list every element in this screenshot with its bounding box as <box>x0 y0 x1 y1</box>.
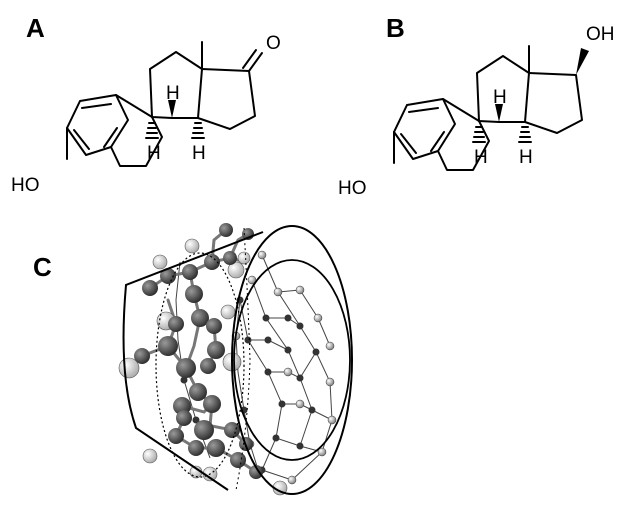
h9-hash-bond <box>472 126 486 143</box>
panel-b-letter: B <box>386 13 405 43</box>
ring-a-bonds <box>66 94 129 156</box>
hydroxyl3-label: HO <box>338 178 367 199</box>
ring-a-double-bonds <box>73 103 118 150</box>
h9-label: H <box>474 147 488 168</box>
framework-atoms <box>180 250 337 485</box>
ring-b-bonds <box>437 98 490 171</box>
hydroxyl17-label: OH <box>586 24 615 45</box>
h8-wedge-bond <box>168 100 176 118</box>
cylinder-front-ellipse <box>231 225 353 495</box>
ring-a-bonds <box>393 98 456 160</box>
cylinder-back-arc <box>122 231 264 491</box>
h14-label: H <box>192 143 206 164</box>
ring-a-double-bonds <box>400 107 445 154</box>
ring-d-bonds <box>197 68 256 130</box>
carbonyl-oxygen-label: O <box>266 33 281 54</box>
h8-label: H <box>493 87 507 108</box>
cylinder-outline <box>122 225 353 495</box>
cylinder-inner-dotted-ellipse <box>155 252 245 478</box>
cylinder-inner-ellipse <box>233 259 351 461</box>
panel-c-letter: C <box>33 252 52 282</box>
h8-label: H <box>166 83 180 104</box>
h8-wedge-bond <box>495 104 503 122</box>
carbonyl-bond <box>242 49 263 72</box>
hydroxyl-label: HO <box>11 175 40 196</box>
h9-hash-bond <box>145 122 159 139</box>
estradiol-structure: OH HO H H H <box>338 24 615 199</box>
h14-hash-bond <box>191 122 205 139</box>
h14-label: H <box>519 147 533 168</box>
panel-c: C <box>33 223 353 496</box>
h14-hash-bond <box>518 126 532 143</box>
guest-hydrogen-atoms <box>118 238 288 496</box>
estrone-structure: O HO H H H <box>11 33 281 196</box>
hydroxyl17-wedge-bond <box>576 48 589 75</box>
guest-heavy-atoms <box>134 223 263 479</box>
ring-b-bonds <box>110 94 163 167</box>
h9-label: H <box>147 143 161 164</box>
ring-d-bonds <box>524 72 583 134</box>
panel-b: B OH HO H H H <box>338 13 615 199</box>
panel-a: A O HO H H H <box>11 13 281 196</box>
panel-a-letter: A <box>26 13 45 43</box>
